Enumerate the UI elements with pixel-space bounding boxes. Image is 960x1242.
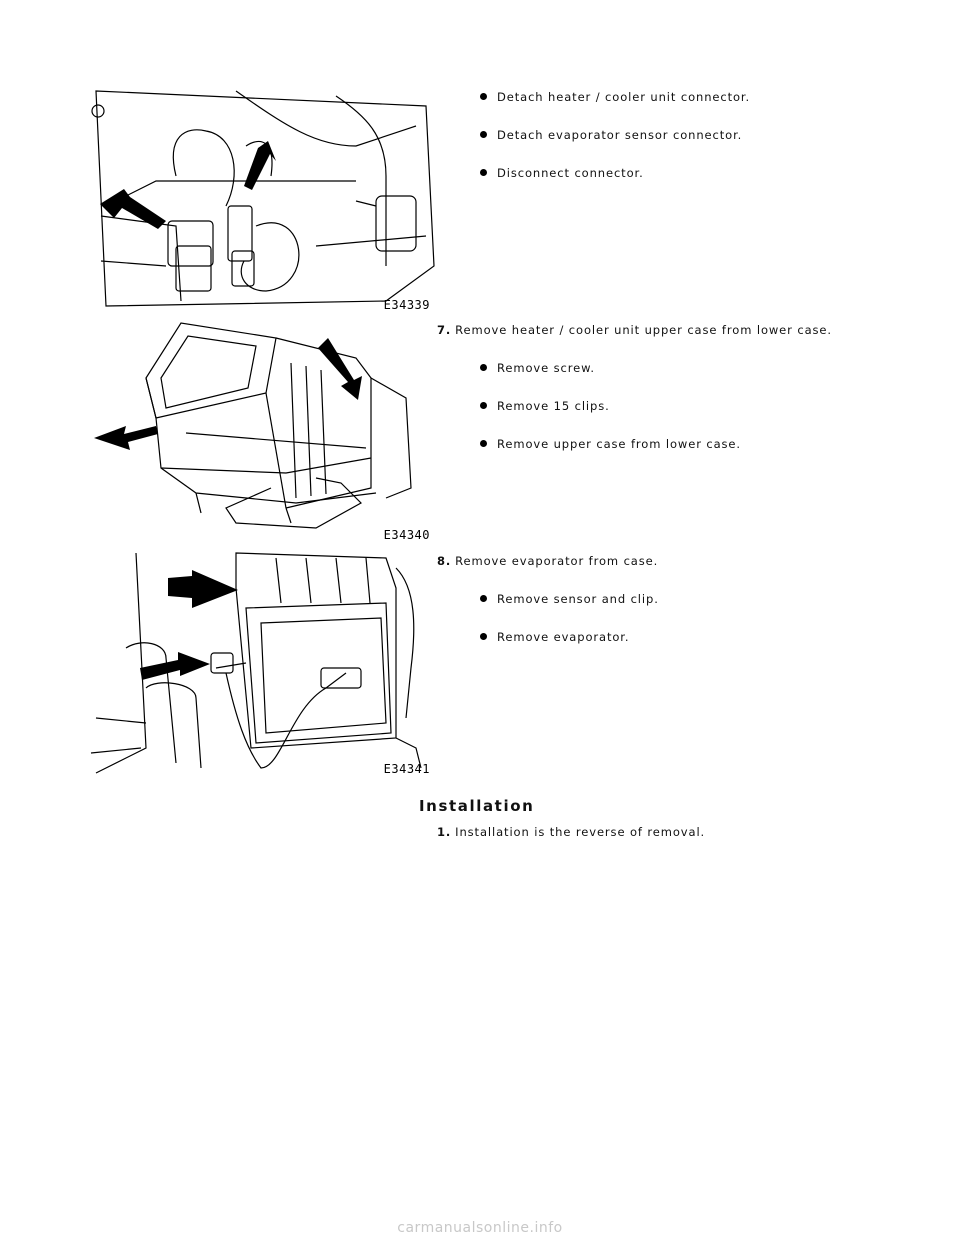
- bullet-text: Remove upper case from lower case.: [497, 437, 741, 451]
- evaporator-illustration: [90, 552, 422, 774]
- step-8: 8.Remove evaporator from case.: [437, 554, 658, 568]
- section-heading: Installation: [419, 797, 535, 815]
- figure-heater-cooler-unit: E34340: [86, 318, 436, 544]
- step-number: 1.: [437, 825, 452, 839]
- figure-connectors: E34339: [86, 86, 436, 314]
- bullet-text: Remove screw.: [497, 361, 595, 375]
- step-number: 8.: [437, 554, 452, 568]
- bullet-text: Remove 15 clips.: [497, 399, 610, 413]
- figure-evaporator: E34341: [86, 548, 436, 778]
- bullet-item: Detach evaporator sensor connector.: [480, 128, 742, 142]
- bullet-icon: [480, 440, 487, 447]
- bullet-text: Remove sensor and clip.: [497, 592, 659, 606]
- bullet-text: Detach evaporator sensor connector.: [497, 128, 743, 142]
- figure-code: E34341: [383, 762, 430, 776]
- bullet-icon: [480, 93, 487, 100]
- bullet-icon: [480, 402, 487, 409]
- step-text: Remove evaporator from case.: [455, 554, 659, 568]
- step-text: Installation is the reverse of removal.: [455, 825, 706, 839]
- installation-step-1: 1.Installation is the reverse of removal…: [437, 825, 705, 839]
- bullet-item: Remove screw.: [480, 361, 595, 375]
- bullet-icon: [480, 131, 487, 138]
- figure-code: E34339: [383, 298, 430, 312]
- bullet-item: Detach heater / cooler unit connector.: [480, 90, 750, 104]
- bullet-item: Disconnect connector.: [480, 166, 644, 180]
- bullet-text: Disconnect connector.: [497, 166, 644, 180]
- bullet-item: Remove upper case from lower case.: [480, 437, 741, 451]
- bullet-icon: [480, 364, 487, 371]
- bullet-text: Detach heater / cooler unit connector.: [497, 90, 751, 104]
- bullet-item: Remove sensor and clip.: [480, 592, 659, 606]
- bullet-text: Remove evaporator.: [497, 630, 630, 644]
- bullet-icon: [480, 169, 487, 176]
- heater-unit-illustration: [94, 322, 412, 529]
- step-7: 7.Remove heater / cooler unit upper case…: [437, 323, 832, 337]
- footer-watermark: carmanualsonline.info: [397, 1220, 563, 1236]
- bullet-icon: [480, 595, 487, 602]
- bullet-icon: [480, 633, 487, 640]
- step-text: Remove heater / cooler unit upper case f…: [455, 323, 832, 337]
- connector-illustration: [91, 90, 435, 307]
- figure-code: E34340: [383, 528, 430, 542]
- bullet-item: Remove 15 clips.: [480, 399, 610, 413]
- bullet-item: Remove evaporator.: [480, 630, 629, 644]
- step-number: 7.: [437, 323, 452, 337]
